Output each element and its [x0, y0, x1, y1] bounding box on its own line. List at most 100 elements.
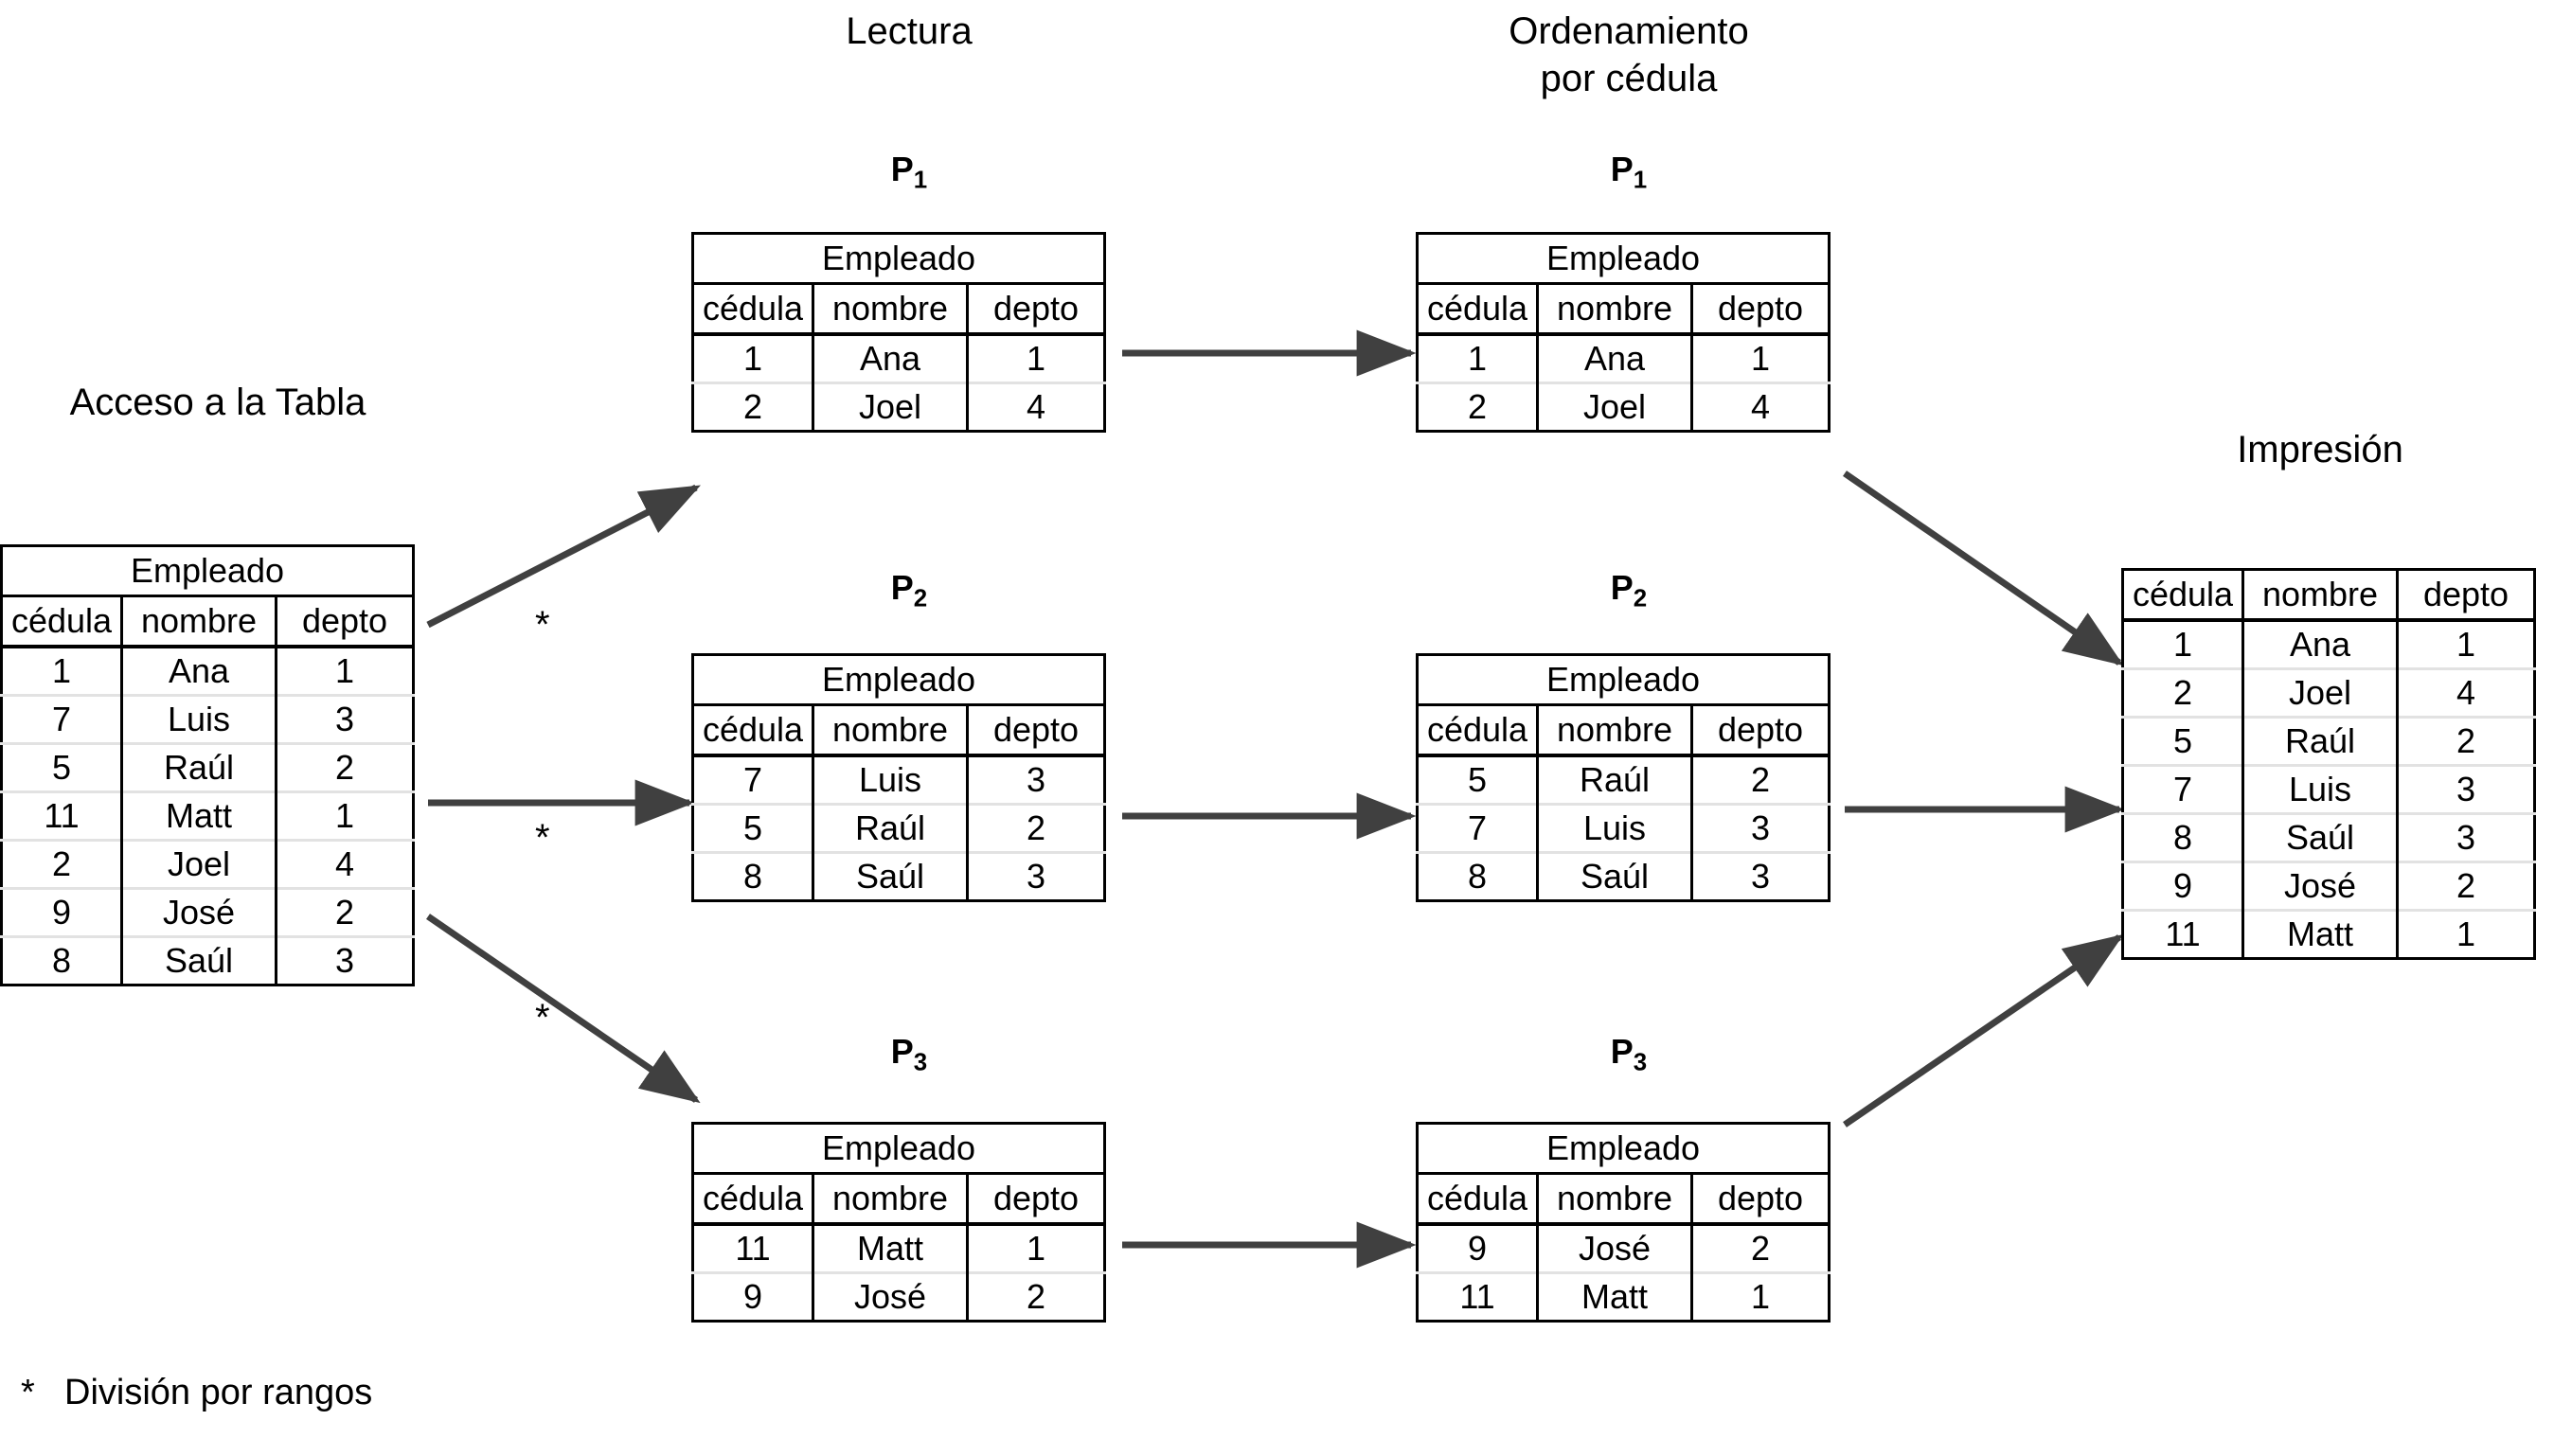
table-cell-nombre: José: [813, 1271, 969, 1322]
process-label-read-p1: P1: [720, 150, 1098, 194]
table-cell-depto: 4: [2397, 667, 2535, 718]
table-cell-depto: 4: [967, 382, 1105, 432]
column-header-cedula: cédula: [1417, 704, 1539, 757]
footnote: *División por rangos: [21, 1373, 372, 1413]
table-cell-cedula: 8: [692, 851, 814, 901]
process-label-base: P: [890, 568, 914, 607]
table-cell-nombre: Joel: [2242, 667, 2399, 718]
table-cell-nombre: Raúl: [2242, 716, 2399, 766]
table-cell-depto: 1: [1691, 334, 1830, 383]
column-header-cedula: cédula: [1417, 1173, 1539, 1226]
process-label-sub: 1: [1633, 167, 1648, 194]
column-header-nombre: nombre: [1537, 704, 1693, 757]
heading-acceso-tabla: Acceso a la Tabla: [69, 382, 366, 423]
table-cell-nombre: Joel: [1537, 382, 1693, 432]
column-header-cedula: cédula: [2122, 569, 2244, 622]
table-cell-cedula: 11: [1, 790, 123, 841]
table-cell-depto: 4: [1691, 382, 1830, 432]
process-label-sub: 3: [1633, 1049, 1648, 1076]
table-cell-cedula: 7: [692, 755, 814, 805]
column-header-cedula: cédula: [692, 1173, 814, 1226]
column-header-depto: depto: [1691, 704, 1830, 757]
table-cell-nombre: Saúl: [813, 851, 969, 901]
table-title-row: Empleado: [1417, 233, 1830, 285]
table-cell-depto: 2: [967, 1271, 1105, 1322]
table-cell-nombre: Luis: [1537, 803, 1693, 853]
arrow-split-p1: [426, 484, 701, 629]
table-cell-cedula: 1: [692, 334, 814, 383]
asterisk-mark-split2: *: [535, 817, 550, 859]
table-cell-depto: 1: [2397, 620, 2535, 669]
table-cell-cedula: 11: [1417, 1271, 1539, 1322]
table-cell-cedula: 5: [1, 742, 123, 792]
table-cell-nombre: Ana: [1537, 334, 1693, 383]
table-cell-depto: 3: [1691, 851, 1830, 901]
column-header-nombre: nombre: [1537, 283, 1693, 336]
table-title: Empleado: [1, 545, 414, 597]
table-cell-cedula: 1: [2122, 620, 2244, 669]
table-cell-nombre: José: [2242, 861, 2399, 911]
table-cell-depto: 3: [967, 851, 1105, 901]
table-cell-cedula: 8: [1417, 851, 1539, 901]
column-header-nombre: nombre: [813, 1173, 969, 1226]
table-cell-depto: 2: [276, 887, 414, 937]
arrow-sort-to-print-p1: [1843, 471, 2124, 666]
heading-impresion: Impresión: [2237, 429, 2403, 471]
table-title: Empleado: [1417, 1123, 1830, 1175]
table-cell-nombre: Ana: [2242, 620, 2399, 669]
table-cell-nombre: Raúl: [813, 803, 969, 853]
table-cell-cedula: 2: [1, 839, 123, 889]
column-header-nombre: nombre: [121, 595, 277, 648]
process-label-sort-p3: P3: [1439, 1032, 1818, 1076]
table-cell-depto: 4: [276, 839, 414, 889]
column-header-nombre: nombre: [813, 283, 969, 336]
asterisk-mark-split1: *: [535, 604, 550, 646]
arrow-sort-to-print-p3: [1843, 933, 2124, 1128]
table-cell-nombre: Saúl: [1537, 851, 1693, 901]
column-header-cedula: cédula: [1, 595, 123, 648]
footnote-marker: *: [21, 1373, 35, 1412]
process-label-sub: 1: [913, 167, 928, 194]
table-cell-cedula: 11: [2122, 909, 2244, 959]
table-title-row: Empleado: [1417, 1123, 1830, 1175]
table-cell-cedula: 1: [1, 647, 123, 696]
table-cell-depto: 1: [276, 647, 414, 696]
table-cell-depto: 3: [276, 935, 414, 985]
heading-lectura: Lectura: [846, 10, 973, 52]
table-title: Empleado: [692, 233, 1105, 285]
table-cell-nombre: Matt: [121, 790, 277, 841]
table-cell-cedula: 11: [692, 1224, 814, 1273]
process-label-base: P: [1610, 568, 1634, 607]
table-cell-nombre: Saúl: [121, 935, 277, 985]
table-cell-nombre: Matt: [813, 1224, 969, 1273]
table-title: Empleado: [1417, 233, 1830, 285]
table-cell-nombre: Raúl: [121, 742, 277, 792]
